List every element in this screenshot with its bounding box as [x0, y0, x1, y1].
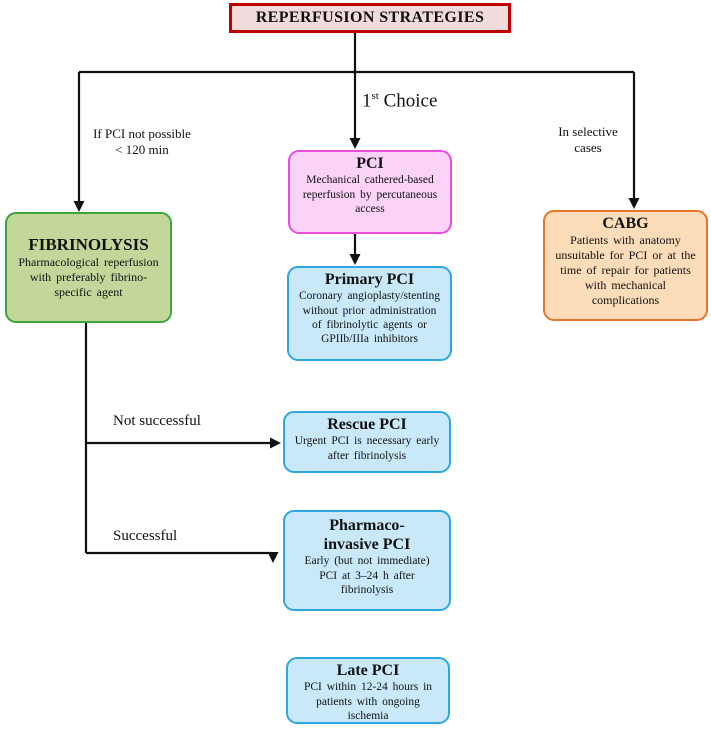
first-choice-ordinal: st [371, 90, 379, 102]
pci-node: PCI Mechanical cathered-based reperfusio… [288, 150, 452, 234]
title-box: REPERFUSION STRATEGIES [229, 3, 511, 33]
rescue-pci-node: Rescue PCI Urgent PCI is necessary early… [283, 411, 451, 473]
first-choice-label: 1st Choice [362, 90, 437, 112]
first-choice-text: Choice [383, 90, 438, 112]
cabg-node-body: Patients with anatomy unsuitable for PCI… [555, 233, 696, 308]
arrowhead-pharmaco-pci [267, 552, 279, 563]
cabg-node: CABG Patients with anatomy unsuitable fo… [543, 210, 708, 321]
fibrinolysis-node-title: FIBRINOLYSIS [28, 234, 149, 254]
pci-node-title: PCI [356, 155, 384, 172]
pharmaco-invasive-pci-node-title: Pharmaco- invasive PCI [323, 517, 411, 554]
rescue-pci-node-body: Urgent PCI is necessary early after fibr… [294, 435, 440, 462]
pharmaco-invasive-pci-node-body: Early (but not immediate) PCI at 3–24 h … [304, 555, 430, 597]
rescue-pci-node-title: Rescue PCI [327, 416, 407, 433]
arrowhead-fibrinolysis [73, 201, 85, 212]
arrowhead-cabg [628, 198, 640, 209]
primary-pci-node-title: Primary PCI [324, 271, 415, 288]
primary-pci-node-body: Coronary angioplasty/stenting without pr… [299, 290, 440, 346]
arrowhead-primary-pci [349, 254, 361, 265]
fibrinolysis-node-body: Pharmacological reperfusion with prefera… [18, 255, 159, 300]
arrowhead-rescue-pci [270, 437, 281, 449]
right-branch-label: In selective cases [558, 124, 618, 156]
fibrinolysis-node: FIBRINOLYSIS Pharmacological reperfusion… [5, 212, 172, 323]
arrowhead-pci [349, 138, 361, 149]
primary-pci-node: Primary PCI Coronary angioplasty/stentin… [287, 266, 452, 361]
page-title: REPERFUSION STRATEGIES [255, 9, 485, 26]
first-choice-number: 1 [362, 90, 372, 112]
pharmaco-invasive-pci-node: Pharmaco- invasive PCI Early (but not im… [283, 510, 451, 611]
left-branch-label: If PCI not possible < 120 min [93, 126, 191, 158]
late-pci-node-title: Late PCI [336, 662, 400, 679]
late-pci-node: Late PCI PCI within 12-24 hours in patie… [286, 657, 450, 724]
cabg-node-title: CABG [602, 215, 649, 232]
not-successful-label: Not successful [113, 413, 201, 429]
successful-label: Successful [113, 528, 178, 544]
pci-node-body: Mechanical cathered-based reperfusion by… [302, 174, 438, 215]
late-pci-node-body: PCI within 12-24 hours in patients with … [303, 681, 433, 722]
